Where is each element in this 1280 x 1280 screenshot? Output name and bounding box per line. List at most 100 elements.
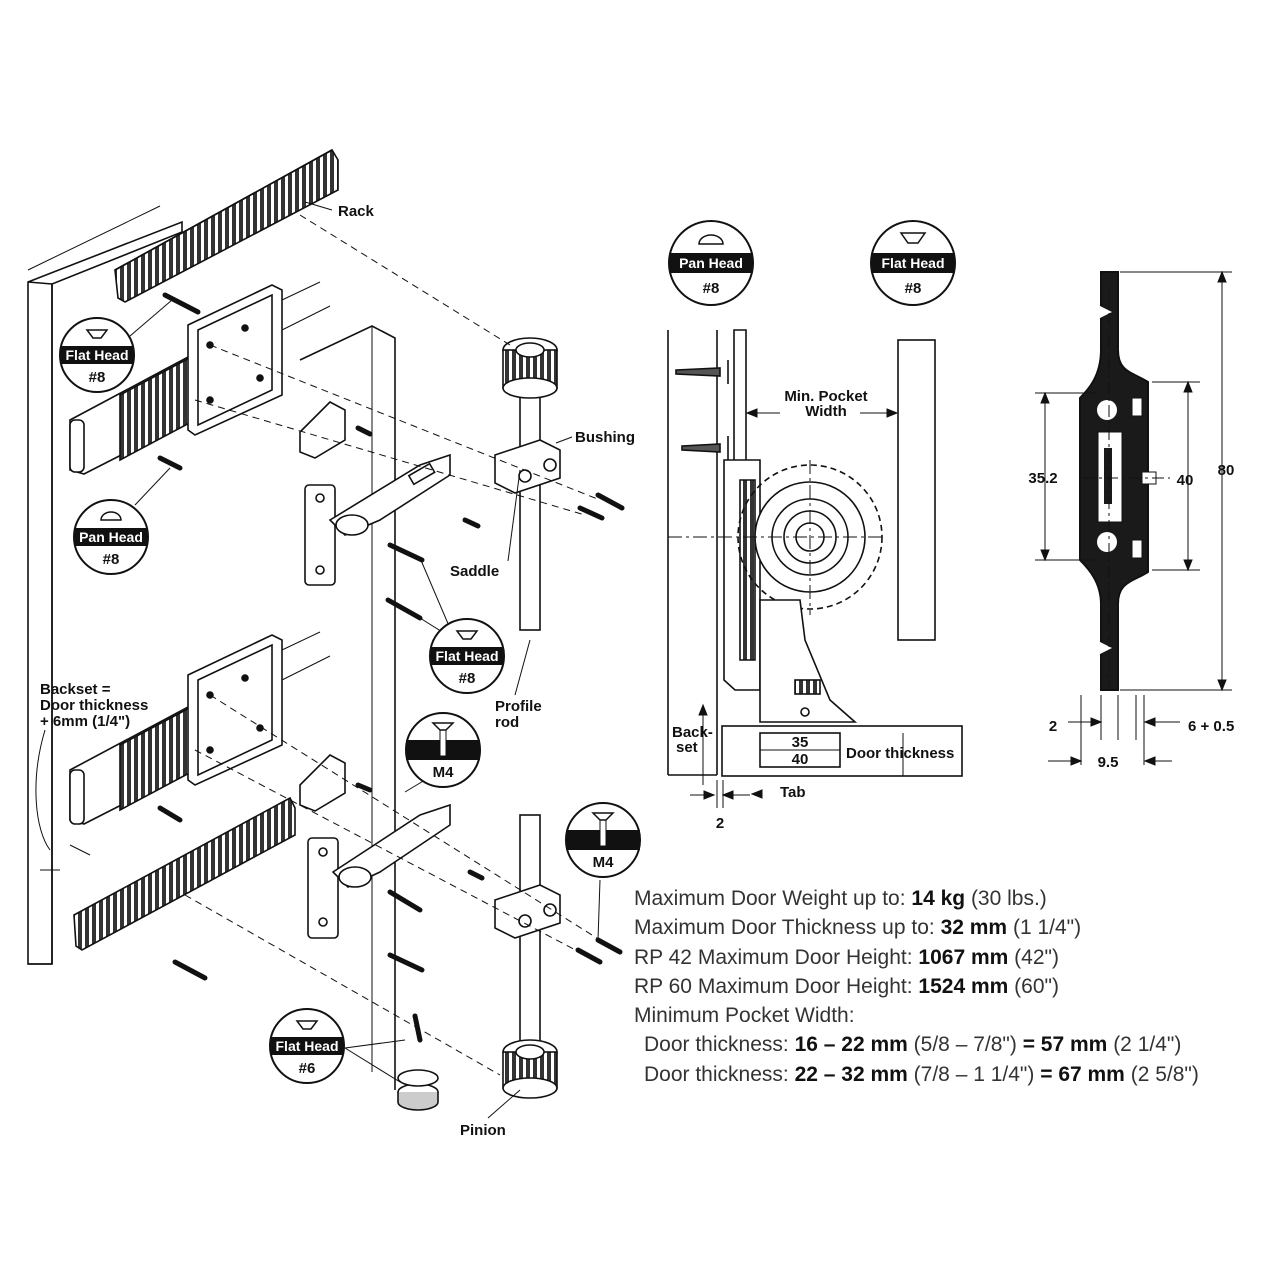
badge-label: Flat Head bbox=[881, 255, 944, 271]
dim-profile-9-5: 9.5 bbox=[1098, 754, 1119, 771]
spec-result: = 67 mm bbox=[1040, 1062, 1125, 1086]
lower-profile-rod bbox=[494, 814, 561, 1099]
top-rack bbox=[114, 148, 339, 303]
spec-label: Maximum Door Thickness up to: bbox=[634, 916, 935, 940]
badge-m4-mid: M4 bbox=[405, 712, 481, 788]
spec-label: Door thickness: bbox=[644, 1033, 789, 1057]
spec-result-alt: (2 5/8") bbox=[1130, 1062, 1199, 1086]
top-slide bbox=[69, 281, 331, 475]
spec-alt: (30 lbs.) bbox=[970, 887, 1047, 910]
spec-value: 14 kg bbox=[911, 887, 966, 910]
badge-label: Pan Head bbox=[79, 529, 143, 545]
dim-profile-2: 2 bbox=[1049, 718, 1057, 735]
spec-alt: (1 1/4") bbox=[1012, 916, 1082, 940]
badge-label: Pan Head bbox=[679, 255, 743, 271]
spec-range-alt: (5/8 – 7/8") bbox=[913, 1033, 1017, 1057]
dim-2: 2 bbox=[716, 815, 724, 832]
spec-result-alt: (2 1/4") bbox=[1113, 1033, 1182, 1057]
label-profile-rod-1: Profile bbox=[495, 698, 542, 715]
badge-number: M4 bbox=[593, 854, 614, 871]
badge-number: #8 bbox=[905, 280, 922, 297]
badge-number: #6 bbox=[299, 1060, 316, 1077]
spec-label: Minimum Pocket Width: bbox=[634, 1004, 855, 1028]
badge-flat-head-6: Flat Head #6 bbox=[269, 1008, 345, 1084]
spec-alt: (60") bbox=[1014, 974, 1059, 998]
spec-label: Maximum Door Weight up to: bbox=[634, 887, 906, 910]
section-view bbox=[667, 329, 963, 808]
label-saddle: Saddle bbox=[450, 563, 499, 580]
screws bbox=[157, 292, 625, 1043]
badge-m4-right: M4 bbox=[565, 802, 641, 878]
exploded-view bbox=[27, 148, 625, 1119]
label-backset-2: set bbox=[676, 739, 698, 756]
badge-label: Flat Head bbox=[275, 1038, 338, 1054]
badge-number: #8 bbox=[703, 280, 720, 297]
spec-label: Door thickness: bbox=[644, 1062, 789, 1086]
dim-profile-80: 80 bbox=[1218, 462, 1235, 479]
spec-range-alt: (7/8 – 1 1/4") bbox=[913, 1062, 1035, 1086]
label-backset-note-1: Backset = bbox=[40, 681, 111, 698]
badge-number: #8 bbox=[459, 670, 476, 687]
bottom-rack bbox=[73, 796, 296, 951]
spec-value: 32 mm bbox=[940, 916, 1008, 940]
bottom-hinge bbox=[307, 803, 451, 939]
spec-rp60: RP 60 Maximum Door Height: 1524 mm (60") bbox=[634, 972, 1274, 1001]
badge-label: Flat Head bbox=[65, 347, 128, 363]
spec-range-1: Door thickness: 16 – 22 mm (5/8 – 7/8") … bbox=[634, 1030, 1274, 1059]
label-backset-1: Back- bbox=[672, 724, 713, 741]
badge-label: Flat Head bbox=[435, 648, 498, 664]
spec-weight: Maximum Door Weight up to: 14 kg (30 lbs… bbox=[634, 884, 1274, 913]
profile-section bbox=[1035, 270, 1232, 766]
label-pinion: Pinion bbox=[460, 1122, 506, 1139]
bottom-clip bbox=[299, 754, 346, 812]
badge-pan-head-8-right: Pan Head #8 bbox=[668, 220, 754, 306]
spec-range: 16 – 22 mm bbox=[794, 1033, 908, 1057]
dim-profile-6-05: 6 + 0.5 bbox=[1188, 718, 1234, 735]
spec-label: RP 60 Maximum Door Height: bbox=[634, 974, 913, 998]
label-door-thickness: Door thickness bbox=[846, 745, 954, 762]
spec-min-pocket: Minimum Pocket Width: bbox=[634, 1001, 1274, 1030]
label-backset-note-2: Door thickness bbox=[40, 697, 148, 714]
badge-number: #8 bbox=[103, 551, 120, 568]
spec-label: RP 42 Maximum Door Height: bbox=[634, 945, 913, 969]
label-rack: Rack bbox=[338, 203, 375, 220]
spec-thickness: Maximum Door Thickness up to: 32 mm (1 1… bbox=[634, 913, 1274, 942]
leader-lines bbox=[35, 201, 601, 1119]
badge-number: M4 bbox=[433, 764, 454, 781]
top-clip bbox=[299, 401, 346, 459]
badge-number: #8 bbox=[89, 369, 106, 386]
spec-value: 1524 mm bbox=[918, 974, 1009, 998]
cabinet-panel bbox=[27, 205, 183, 965]
label-min-pocket-2: Width bbox=[805, 403, 847, 420]
badge-flat-head-8-top: Flat Head #8 bbox=[59, 317, 135, 393]
pan-head-screw-bottom bbox=[681, 436, 729, 460]
badge-flat-head-8-right: Flat Head #8 bbox=[870, 220, 956, 306]
upper-profile-rod bbox=[494, 337, 561, 631]
badge-pan-head-8-left: Pan Head #8 bbox=[73, 499, 149, 575]
label-profile-rod-2: rod bbox=[495, 714, 519, 731]
spec-result: = 57 mm bbox=[1022, 1033, 1108, 1057]
dim-40: 40 bbox=[792, 751, 809, 768]
bottom-slide bbox=[69, 631, 331, 825]
label-backset-note-3: + 6mm (1/4") bbox=[40, 713, 130, 730]
dim-35-2: 35.2 bbox=[1028, 470, 1057, 487]
dim-profile-40: 40 bbox=[1177, 472, 1194, 489]
section-dimensions bbox=[690, 408, 904, 808]
spec-rp42: RP 42 Maximum Door Height: 1067 mm (42") bbox=[634, 943, 1274, 972]
spec-range: 22 – 32 mm bbox=[794, 1062, 908, 1086]
top-hinge bbox=[304, 453, 451, 586]
spec-value: 1067 mm bbox=[918, 945, 1009, 969]
assembly-lines bbox=[184, 214, 601, 1076]
spec-range-2: Door thickness: 22 – 32 mm (7/8 – 1 1/4"… bbox=[634, 1060, 1274, 1089]
spec-alt: (42") bbox=[1014, 945, 1059, 969]
door-panel bbox=[299, 325, 396, 1090]
pan-head-screw-top bbox=[675, 360, 729, 384]
dim-35: 35 bbox=[792, 734, 809, 751]
specifications: Maximum Door Weight up to: 14 kg (30 lbs… bbox=[634, 884, 1274, 1089]
badge-flat-head-8-mid: Flat Head #8 bbox=[429, 618, 505, 694]
label-bushing: Bushing bbox=[575, 429, 635, 446]
label-min-pocket-1: Min. Pocket bbox=[784, 388, 867, 405]
label-tab: Tab bbox=[780, 784, 806, 801]
door-bumper bbox=[397, 1069, 439, 1111]
